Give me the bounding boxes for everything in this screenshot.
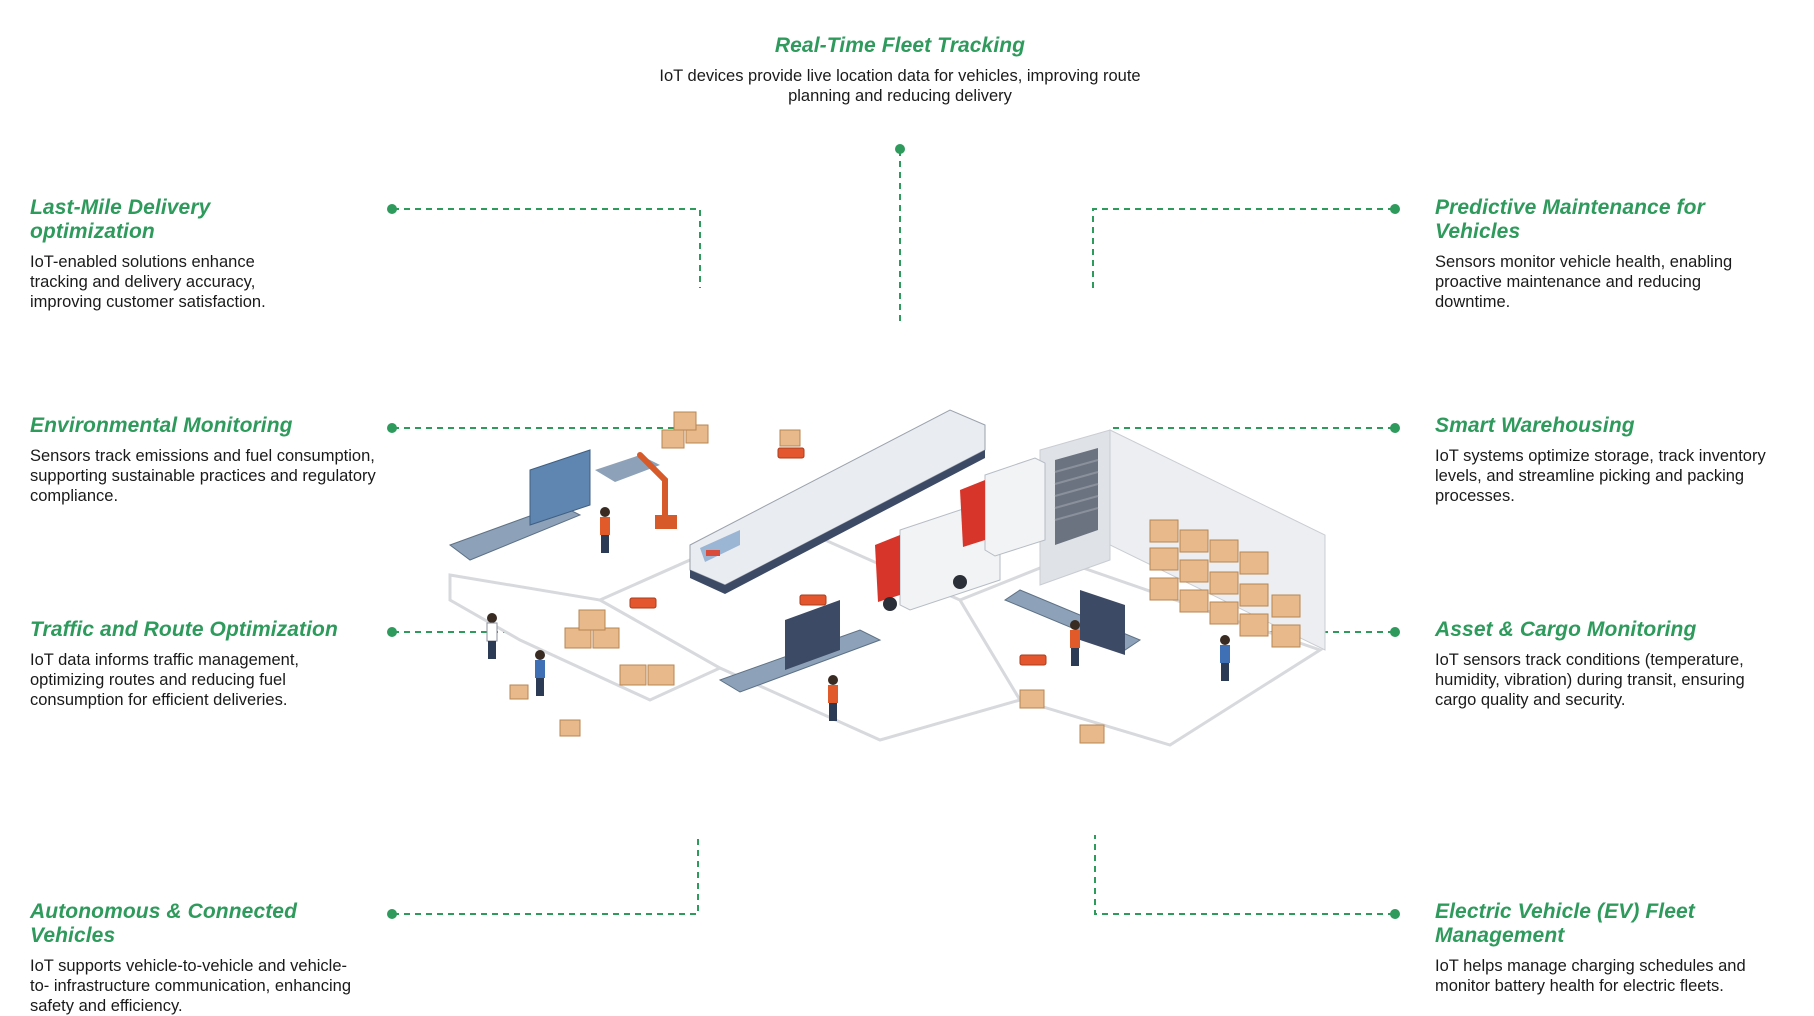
desc-fleet-tracking: IoT devices provide live location data f… (659, 67, 1141, 105)
connector-last-mile (393, 208, 701, 288)
title-fleet-tracking: Real-Time Fleet Tracking (774, 34, 1026, 57)
cargo-box-icon (509, 411, 1105, 744)
item-autonomous: Autonomous & Connected Vehicles IoT supp… (30, 900, 360, 1016)
dot-predictive-maintenance (1390, 204, 1400, 214)
desc-ev-fleet: IoT helps manage charging schedules and … (1435, 957, 1746, 995)
dot-smart-warehousing (1390, 423, 1400, 433)
item-predictive-maintenance: Predictive Maintenance for Vehicles Sens… (1435, 196, 1775, 312)
item-ev-fleet: Electric Vehicle (EV) Fleet Management I… (1435, 900, 1810, 996)
title-smart-warehousing: Smart Warehousing (1435, 414, 1635, 437)
dot-fleet-tracking (895, 144, 905, 154)
cargo-box-icon (1149, 519, 1301, 648)
item-environmental: Environmental Monitoring Sensors track e… (30, 414, 410, 506)
item-traffic-route: Traffic and Route Optimization IoT data … (30, 618, 350, 710)
connector-autonomous (393, 835, 699, 915)
item-fleet-tracking: Real-Time Fleet Tracking IoT devices pro… (640, 34, 1160, 106)
desc-predictive-maintenance: Sensors monitor vehicle health, enabling… (1435, 253, 1733, 311)
worker-icon (486, 507, 1230, 721)
conveyor-belt-icon (1003, 589, 1142, 655)
title-autonomous: Autonomous & Connected Vehicles (30, 900, 298, 947)
connector-predictive-maintenance (1092, 208, 1394, 288)
title-predictive-maintenance: Predictive Maintenance for Vehicles (1435, 196, 1705, 243)
desc-traffic-route: IoT data informs traffic management, opt… (30, 651, 300, 709)
desc-environmental: Sensors track emissions and fuel consump… (30, 447, 376, 505)
title-ev-fleet: Electric Vehicle (EV) Fleet Management (1435, 900, 1695, 947)
item-last-mile: Last-Mile Delivery optimization IoT-enab… (30, 196, 300, 312)
dot-last-mile (387, 204, 397, 214)
dot-ev-fleet (1390, 909, 1400, 919)
title-environmental: Environmental Monitoring (30, 414, 293, 437)
title-traffic-route: Traffic and Route Optimization (30, 618, 338, 641)
title-last-mile: Last-Mile Delivery optimization (30, 196, 211, 243)
item-asset-cargo: Asset & Cargo Monitoring IoT sensors tra… (1435, 618, 1765, 710)
desc-smart-warehousing: IoT systems optimize storage, track inve… (1435, 447, 1766, 505)
dot-autonomous (387, 909, 397, 919)
dot-asset-cargo (1390, 627, 1400, 637)
item-smart-warehousing: Smart Warehousing IoT systems optimize s… (1435, 414, 1805, 506)
robot-arm-icon (637, 452, 668, 523)
connector-ev-fleet (1094, 835, 1394, 915)
agv-robot-icon (629, 447, 1047, 666)
dot-environmental (387, 423, 397, 433)
title-asset-cargo: Asset & Cargo Monitoring (1435, 618, 1697, 641)
desc-asset-cargo: IoT sensors track conditions (temperatur… (1435, 651, 1745, 709)
conveyor-belt-icon (448, 449, 660, 561)
train-icon (689, 409, 986, 594)
conveyor-belt-icon (718, 600, 882, 693)
truck-icon (875, 457, 1046, 611)
dot-traffic-route (387, 627, 397, 637)
desc-autonomous: IoT supports vehicle-to-vehicle and vehi… (30, 957, 351, 1015)
desc-last-mile: IoT-enabled solutions enhance tracking a… (30, 253, 266, 311)
